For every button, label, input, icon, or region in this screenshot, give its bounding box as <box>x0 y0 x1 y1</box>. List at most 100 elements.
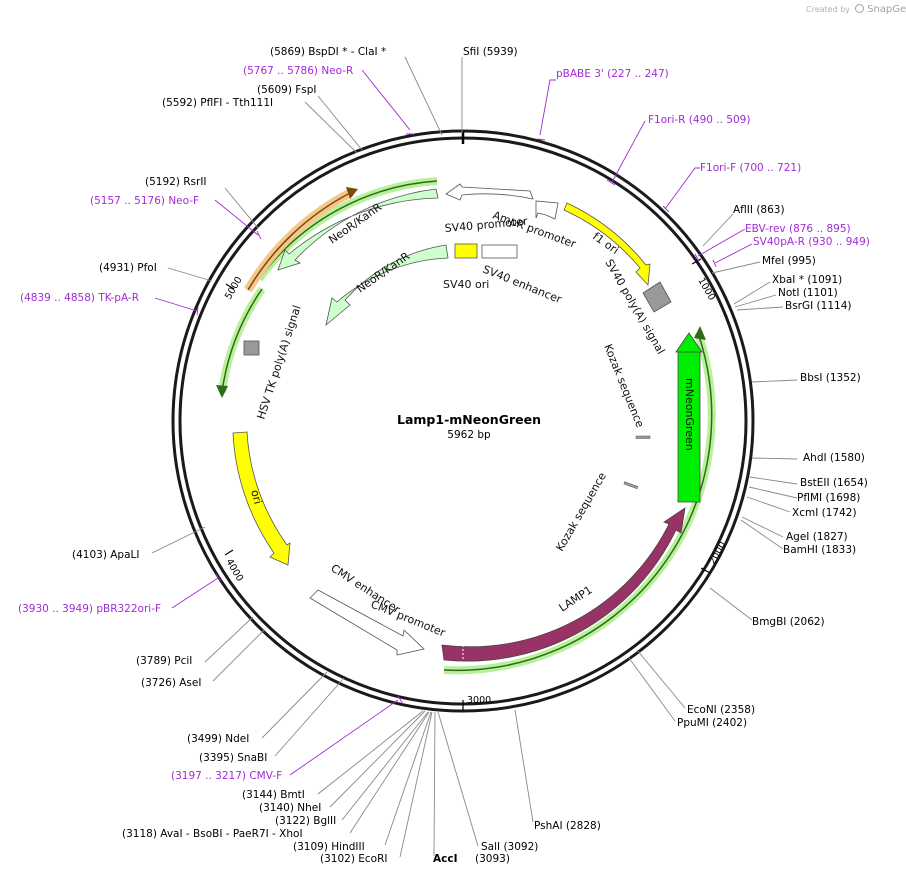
enzyme-pshai[interactable]: PshAI (2828) <box>534 820 601 832</box>
mfei-line <box>711 261 761 274</box>
enzyme-pflmi[interactable]: PflMI (1698) <box>797 492 860 504</box>
ppumi-line <box>628 657 676 722</box>
snapgene-logo-icon <box>854 4 864 13</box>
neo-orf-line-2 <box>221 288 263 393</box>
kozak-mark-2[interactable] <box>623 481 639 490</box>
primer-neo-f[interactable]: (5157 .. 5176) Neo-F <box>90 195 199 207</box>
enzyme-avai-xhoi[interactable]: (3118) AvaI - BsoBI - PaeR7I - XhoI <box>122 828 303 840</box>
enzyme-agei[interactable]: AgeI (1827) <box>786 531 848 543</box>
primer-pbabe3[interactable]: pBABE 3' (227 .. 247) <box>556 68 669 80</box>
kozak-mark-1[interactable] <box>635 435 651 439</box>
tick-4000-mark <box>224 549 234 556</box>
enzyme-aflii[interactable]: AflII (863) <box>733 204 785 216</box>
enzyme-xbai[interactable]: XbaI * (1091) <box>772 274 842 286</box>
primer-f1ori-f[interactable]: F1ori-F (700 .. 721) <box>700 162 801 174</box>
enzyme-hindiii[interactable]: (3109) HindIII <box>293 841 365 853</box>
tick-4000-label: 4000 <box>223 557 245 583</box>
tk-pa-r-line <box>154 297 199 316</box>
neo-r-line <box>361 69 414 135</box>
bmgbi-line <box>709 587 753 621</box>
primer-sv40pa-r[interactable]: SV40pA-R (930 .. 949) <box>753 236 870 248</box>
neor-kanr-inner-label: NeoR/KanR <box>354 249 412 295</box>
primer-leader-lines <box>154 69 753 776</box>
enzyme-econi[interactable]: EcoNI (2358) <box>687 704 755 716</box>
enzyme-bspdi-clai[interactable]: (5869) BspDI * - ClaI * <box>270 46 386 58</box>
lamp1-label: LAMP1 <box>557 583 595 614</box>
enzyme-noti[interactable]: NotI (1101) <box>778 287 838 299</box>
primer-cmv-f[interactable]: (3197 .. 3217) CMV-F <box>171 770 282 782</box>
f1-ori-arrow[interactable] <box>563 202 651 286</box>
enzyme-mfei[interactable]: MfeI (995) <box>762 255 816 267</box>
enzyme-ndei[interactable]: (3499) NdeI <box>187 733 249 745</box>
sv40-enhancer-box[interactable] <box>481 244 518 259</box>
sv40-polya-box[interactable] <box>642 281 672 313</box>
tick-2000-label: 2000 <box>707 540 729 566</box>
enzyme-acci-position: (3093) <box>475 853 510 865</box>
cmv-enhancer-promoter-arrow[interactable] <box>309 589 425 656</box>
primer-ebv-rev[interactable]: EBV-rev (876 .. 895) <box>745 223 851 235</box>
enzyme-ppumi[interactable]: PpuMI (2402) <box>677 717 747 729</box>
enzyme-ecori[interactable]: (3102) EcoRI <box>320 853 387 865</box>
pflfi-line <box>304 101 358 154</box>
enzyme-nhei[interactable]: (3140) NheI <box>259 802 321 814</box>
enzyme-asei[interactable]: (3726) AseI <box>141 677 201 689</box>
enzyme-bsrgi[interactable]: BsrGI (1114) <box>785 300 851 312</box>
mneongreen-label: mNeonGreen <box>683 378 696 451</box>
primer-neo-r[interactable]: (5767 .. 5786) Neo-R <box>243 65 353 77</box>
plasmid-length: 5962 bp <box>447 429 491 441</box>
amp-orf-line <box>247 191 353 291</box>
primer-f1ori-r[interactable]: F1ori-R (490 .. 509) <box>648 114 750 126</box>
enzyme-bamhi[interactable]: BamHI (1833) <box>783 544 856 556</box>
enzyme-leader-lines <box>151 56 798 858</box>
sali-line <box>437 711 479 847</box>
enzyme-bglii[interactable]: (3122) BglII <box>275 815 336 827</box>
nhei-line <box>329 710 426 808</box>
enzyme-bmti[interactable]: (3144) BmtI <box>242 789 305 801</box>
primer-pbr322ori-f[interactable]: (3930 .. 3949) pBR322ori-F <box>18 603 161 615</box>
enzyme-fspi[interactable]: (5609) FspI <box>257 84 317 96</box>
sv40-ori-box[interactable] <box>454 243 478 259</box>
enzyme-acci[interactable]: AccI <box>433 853 457 865</box>
tick-5000-mark <box>225 283 235 290</box>
xbai-line <box>733 281 771 305</box>
primer-tk-pa-r[interactable]: (4839 .. 4858) TK-pA-R <box>20 292 139 304</box>
sv40pa-r-line <box>712 243 753 268</box>
sv40-enhancer-label: SV40 enhancer <box>481 263 564 307</box>
enzyme-rsrii[interactable]: (5192) RsrII <box>145 176 207 188</box>
aflii-line <box>702 213 734 247</box>
tick-3000-label: 3000 <box>467 695 491 706</box>
asei-line <box>212 629 265 682</box>
enzyme-bbsi[interactable]: BbsI (1352) <box>800 372 861 384</box>
pfoi-line <box>167 267 213 282</box>
lamp1-arrow[interactable] <box>441 507 686 662</box>
hsv-tk-polya-box[interactable] <box>243 340 260 356</box>
hsv-tk-polya-label: HSV TK poly(A) signal <box>254 304 303 421</box>
agei-line <box>741 516 784 538</box>
enzyme-xcmi[interactable]: XcmI (1742) <box>792 507 857 519</box>
bspdi-line <box>404 56 443 136</box>
ecori-line <box>399 711 433 858</box>
bglii-line <box>341 711 429 821</box>
neor-kanr-inner-arrow[interactable] <box>325 244 449 327</box>
enzyme-sali[interactable]: SalI (3092) <box>481 841 538 853</box>
f1ori-r-line <box>606 120 646 186</box>
enzyme-ahdi[interactable]: AhdI (1580) <box>803 452 865 464</box>
ori-arrow[interactable] <box>232 431 291 566</box>
neor-kanr-outer-arrow[interactable] <box>277 188 439 271</box>
enzyme-snabi[interactable]: (3395) SnaBI <box>199 752 267 764</box>
enzyme-sfii[interactable]: SfiI (5939) <box>463 46 518 58</box>
enzyme-pflfi-tth111i[interactable]: (5592) PflFI - Tth111I <box>162 97 273 109</box>
lamp1-orf-arrowhead <box>694 326 706 340</box>
ampr-promoter-arrow[interactable] <box>445 183 534 201</box>
enzyme-bmgbi[interactable]: BmgBI (2062) <box>752 616 825 628</box>
enzyme-bsteii[interactable]: BstEII (1654) <box>800 477 868 489</box>
enzyme-pfoi[interactable]: (4931) PfoI <box>99 262 157 274</box>
bbsi-line <box>751 379 798 383</box>
enzyme-labels: (5869) BspDI * - ClaI * SfiI (5939) (560… <box>72 46 868 865</box>
enzyme-apali[interactable]: (4103) ApaLI <box>72 549 139 561</box>
credit-prefix: Created by <box>806 5 851 14</box>
amp-orf-arrowhead <box>346 187 358 199</box>
ampr-promoter-arrow-2[interactable] <box>535 200 559 220</box>
enzyme-pcii[interactable]: (3789) PciI <box>136 655 192 667</box>
lamp1-orf-line <box>443 332 713 672</box>
